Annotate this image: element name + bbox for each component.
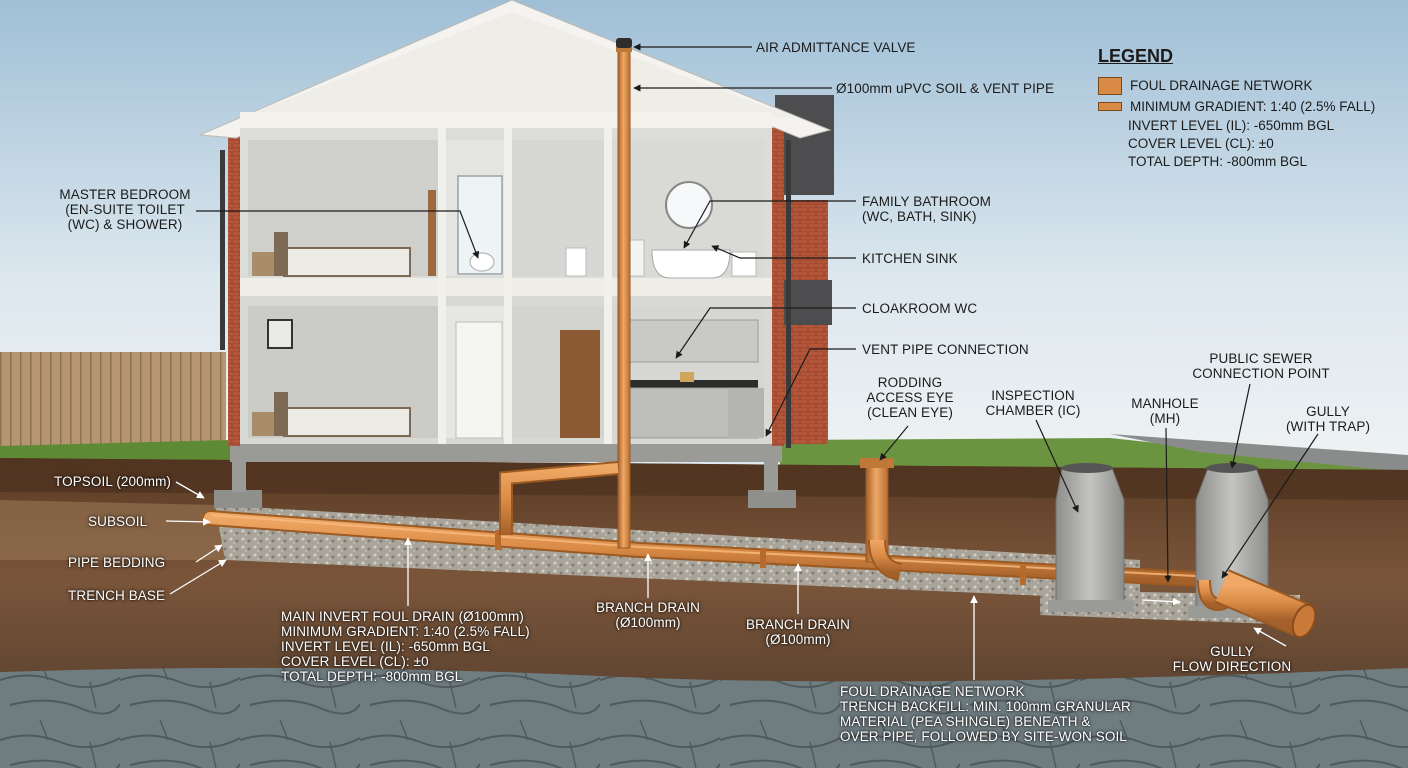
label-inspection-chamber: INSPECTION CHAMBER (IC) (978, 388, 1088, 418)
label-line: CHAMBER (IC) (985, 403, 1081, 418)
label-line: INSPECTION (991, 388, 1075, 403)
legend-swatch-line (1098, 102, 1122, 111)
label-line: FAMILY BATHROOM (862, 194, 992, 209)
legend-item-label: FOUL DRAINAGE NETWORK (1130, 78, 1313, 93)
bathtub (651, 249, 731, 279)
label-gully-trap: GULLY (WITH TRAP) (1276, 404, 1380, 434)
fence (0, 352, 226, 448)
label-line: (MH) (1149, 411, 1181, 426)
wall-left (228, 128, 240, 446)
road (1110, 434, 1408, 472)
label-line: BRANCH DRAIN (596, 600, 700, 615)
leader-lines (196, 43, 1319, 583)
label-master-bedroom: MASTER BEDROOM (EN-SUITE TOILET (WC) & S… (50, 187, 200, 232)
label-line: FOUL DRAINAGE NETWORK (840, 684, 1025, 699)
bedrock (0, 667, 1408, 768)
legend-line-invert: INVERT LEVEL (IL): -650mm BGL (1128, 118, 1335, 133)
label-line: COVER LEVEL (CL): ±0 (281, 654, 429, 669)
legend: LEGEND FOUL DRAINAGE NETWORK MINIMUM GRA… (1098, 46, 1388, 171)
label-line: (Ø100mm) (765, 632, 831, 647)
trench-left-slope (0, 500, 230, 560)
label-cloakroom-wc: CLOAKROOM WC (862, 301, 978, 316)
label-line: FLOW DIRECTION (1172, 659, 1292, 674)
legend-line-cover: COVER LEVEL (CL): ±0 (1128, 136, 1274, 151)
label-topsoil: TOPSOIL (200mm) (54, 474, 172, 489)
soil-vent-stack (617, 47, 631, 549)
label-line: GULLY (1210, 644, 1254, 659)
label-kitchen-sink: KITCHEN SINK (862, 251, 958, 266)
label-line: MANHOLE (1131, 396, 1199, 411)
bed-upper (283, 247, 411, 277)
label-line: MATERIAL (PEA SHINGLE) BENEATH & (840, 714, 1091, 729)
ceiling (240, 112, 772, 128)
footing-right (748, 490, 796, 508)
attic (240, 12, 796, 118)
air-admittance-valve (616, 38, 632, 48)
label-gully-flow: GULLY FLOW DIRECTION (1162, 644, 1302, 674)
inspection-chamber (1055, 467, 1125, 605)
wall-right (772, 128, 784, 446)
label-line: MASTER BEDROOM (59, 187, 191, 202)
label-manhole: MANHOLE (MH) (1120, 396, 1210, 426)
bed-lower (283, 407, 411, 437)
label-air-admittance-valve: AIR ADMITTANCE VALVE (756, 40, 916, 55)
label-line: BRANCH DRAIN (746, 617, 850, 632)
label-line: TOTAL DEPTH: -800mm BGL (281, 669, 463, 684)
legend-swatch-block (1098, 76, 1122, 95)
label-subsoil: SUBSOIL (88, 514, 148, 529)
lawn (0, 440, 230, 462)
legend-title: LEGEND (1098, 46, 1174, 66)
label-line: (WITH TRAP) (1285, 419, 1371, 434)
leader-lines-light (165, 481, 1287, 680)
label-line: TRENCH BACKFILL: MIN. 100mm GRANULAR (840, 699, 1131, 714)
label-line: (CLEAN EYE) (867, 405, 953, 420)
bathroom-mirror (665, 181, 713, 229)
label-rodding-eye: RODDING ACCESS EYE (CLEAN EYE) (850, 375, 970, 420)
downpipe-right (786, 140, 791, 448)
label-line: RODDING (877, 375, 943, 390)
label-line: CONNECTION POINT (1192, 366, 1330, 381)
label-line: MINIMUM GRADIENT: 1:40 (2.5% FALL) (281, 624, 530, 639)
topsoil-band (0, 458, 1408, 500)
label-line: (EN-SUITE TOILET (65, 202, 185, 217)
legend-item-gradient: MINIMUM GRADIENT: 1:40 (2.5% FALL) (1098, 96, 1388, 117)
label-pipe-bedding: PIPE BEDDING (68, 555, 166, 570)
label-line: (Ø100mm) (615, 615, 681, 630)
legend-line-depth: TOTAL DEPTH: -800mm BGL (1128, 154, 1308, 169)
label-line: (WC, BATH, SINK) (862, 209, 977, 224)
label-soil-vent-pipe: Ø100mm uPVC SOIL & VENT PIPE (836, 81, 1055, 96)
label-vent-connection: VENT PIPE CONNECTION (862, 342, 1029, 357)
label-trench-base: TRENCH BASE (68, 588, 166, 603)
label-main-drain: MAIN INVERT FOUL DRAIN (Ø100mm) MINIMUM … (281, 609, 530, 684)
label-line: OVER PIPE, FOLLOWED BY SITE-WON SOIL (840, 729, 1127, 744)
kitchen-units (629, 319, 759, 363)
legend-item-foul-drainage: FOUL DRAINAGE NETWORK (1098, 75, 1388, 96)
label-line: INVERT LEVEL (IL): -650mm BGL (281, 639, 490, 654)
ensuite-wc (469, 252, 495, 272)
door (560, 330, 600, 438)
lower-roof (782, 280, 832, 325)
label-line: MAIN INVERT FOUL DRAIN (Ø100mm) (281, 609, 524, 624)
downpipe-left (220, 150, 225, 350)
label-family-bathroom: FAMILY BATHROOM (WC, BATH, SINK) (862, 194, 991, 224)
label-branch-drain-1: BRANCH DRAIN (Ø100mm) (588, 600, 708, 630)
label-line: GULLY (1306, 404, 1350, 419)
label-line: ACCESS EYE (866, 390, 954, 405)
label-backfill: FOUL DRAINAGE NETWORK TRENCH BACKFILL: M… (840, 684, 1131, 744)
footing-left (214, 490, 262, 508)
label-line: (WC) & SHOWER) (67, 217, 183, 232)
foundation (230, 444, 782, 462)
label-public-sewer: PUBLIC SEWER CONNECTION POINT (1186, 351, 1336, 381)
label-branch-drain-2: BRANCH DRAIN (Ø100mm) (738, 617, 858, 647)
legend-item-label: MINIMUM GRADIENT: 1:40 (2.5% FALL) (1130, 99, 1376, 114)
label-line: PUBLIC SEWER (1209, 351, 1313, 366)
